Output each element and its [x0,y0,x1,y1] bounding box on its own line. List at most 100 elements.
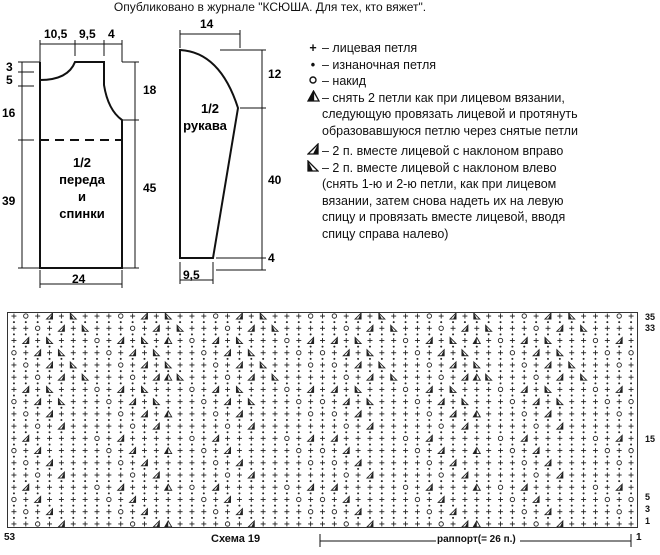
chart-cell-knit [201,374,207,380]
chart-cell-yo [616,313,622,319]
chart-cell-purl [226,357,229,360]
chart-cell-purl [96,333,99,336]
chart-cell-purl [24,516,27,519]
chart-cell-knit [628,374,634,380]
chart-cell-k2r [152,519,160,527]
chart-cell-purl [262,370,265,373]
chart-cell-purl [309,357,312,360]
chart-cell-yo [11,496,17,503]
chart-cell-purl [487,467,490,470]
chart-cell-purl [72,370,75,373]
chart-cell-knit [320,362,325,368]
chart-cell-k2r [425,483,433,491]
chart-cell-k2r [223,495,232,503]
chart-cell-purl [618,357,621,360]
chart-cell-k2l [176,373,185,381]
chart-cell-k2r [247,470,255,479]
chart-cell-knit [118,472,124,478]
chart-cell-knit [284,325,290,331]
chart-cell-sk2p [472,446,482,455]
chart-cell-k2r [520,483,528,491]
chart-cell-purl [416,382,419,385]
chart-cell-k2r [354,409,362,418]
chart-cell-purl [345,492,348,495]
chart-cell-purl [499,492,502,495]
chart-cell-yo [118,362,124,368]
chart-cell-knit [498,460,504,466]
chart-cell-knit [438,435,444,441]
chart-cell-purl [167,516,170,519]
chart-cell-purl [167,431,170,434]
chart-cell-purl [285,370,288,373]
chart-cell-k2r [152,470,160,479]
chart-cell-knit [379,496,385,502]
chart-cell-purl [36,492,39,495]
chart-cell-purl [546,504,549,507]
chart-cell-knit [426,496,432,502]
chart-cell-knit [82,435,88,441]
chart-cell-k2r [532,348,540,357]
chart-cell-purl [452,431,455,434]
chart-cell-purl [96,419,99,421]
chart-cell-purl [238,333,241,336]
chart-cell-knit [604,362,610,368]
chart-cell-knit [486,521,492,527]
chart-cell-purl [511,504,514,507]
chart-cell-purl [107,467,110,470]
chart-cell-knit [177,399,183,405]
sleeve-label-2: рукава [183,118,228,133]
chart-cell-k2l [354,336,363,344]
chart-cell-knit [153,313,159,319]
chart-cell-purl [190,333,193,336]
body-label-3: и [78,189,86,204]
chart-cell-purl [202,357,205,360]
chart-cell-purl [48,382,51,385]
chart-cell-k2r [354,313,362,320]
chart-cell-k2r [520,434,528,442]
chart-cell-yo [497,484,504,490]
chart-cell-purl [131,370,134,373]
chart-cell-purl [321,480,324,483]
chart-cell-yo [129,472,136,478]
chart-cell-purl [24,406,27,409]
chart-cell-purl [392,480,395,483]
chart-cell-purl [250,516,253,519]
chart-cell-knit [486,411,492,417]
chart-cell-knit [438,386,444,392]
chart-cell-purl [238,443,241,446]
chart-cell-knit [331,472,337,478]
chart-cell-knit [557,362,563,368]
chart-cell-purl [250,467,253,470]
chart-cell-purl [72,321,75,324]
chart-cell-k2r [306,336,315,344]
chart-cell-purl [582,516,585,519]
chart-cell-k2r [57,519,65,527]
chart-cell-yo [213,460,219,466]
chart-cell-purl [380,419,383,421]
chart-cell-knit [177,484,183,490]
chart-cell-purl [499,345,502,348]
chart-cell-purl [582,406,585,409]
chart-cell-yo [319,447,326,454]
sleeve-outline [179,48,240,259]
chart-cell-purl [190,492,193,495]
chart-cell-purl [535,516,538,519]
chart-cell-knit [106,435,112,441]
chart-cell-knit [581,435,587,441]
chart-cell-purl [131,516,134,519]
chart-cell-knit [165,509,171,515]
chart-cell-purl [179,504,182,507]
chart-cell-yo [414,496,421,503]
chart-cell-purl [250,419,253,421]
chart-cell-purl [60,333,63,336]
chart-cell-purl [570,492,573,495]
chart-cell-k2l [247,397,256,406]
chart-cell-purl [202,382,205,385]
chart-cell-purl [24,431,27,434]
chart-cell-k2r [354,360,362,369]
chart-cell-k2l [69,313,78,320]
chart-cell-purl [392,370,395,373]
chart-cell-purl [119,480,122,483]
chart-cell-yo [521,509,527,515]
chart-cell-knit [11,374,17,380]
